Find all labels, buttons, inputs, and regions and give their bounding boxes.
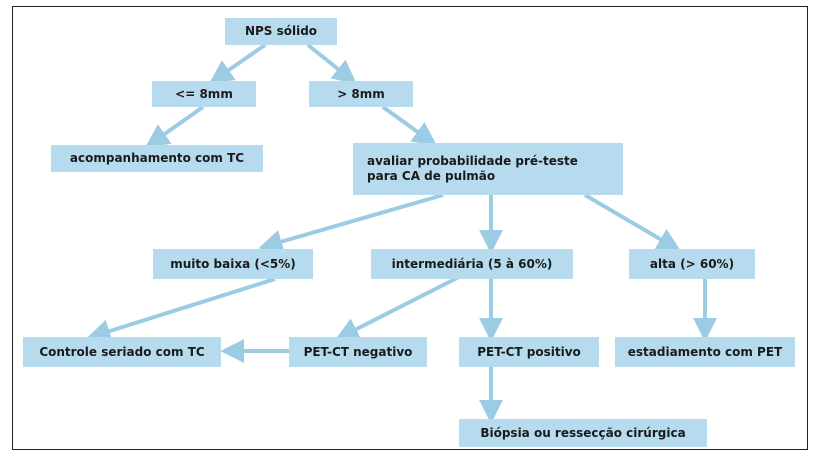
node-avaliar-probabilidade: avaliar probabilidade pré-teste para CA … [353,143,623,195]
node-acompanhamento-tc: acompanhamento com TC [51,145,263,172]
arrow-le8-to-follow [145,105,205,148]
diagram-frame: NPS sólido <= 8mm > 8mm acompanhamento c… [12,6,808,450]
node-muito-baixa: muito baixa (<5%) [153,249,313,279]
arrow-low-to-serial [86,277,276,343]
node-gt-8mm: > 8mm [309,81,413,107]
node-intermediaria: intermediária (5 à 60%) [371,249,573,279]
node-alta: alta (> 60%) [629,249,755,279]
node-biopsia-resseccao: Biópsia ou ressecção cirúrgica [459,419,707,447]
node-estadiamento-pet: estadiamento com PET [615,337,795,367]
node-pet-ct-negativo: PET-CT negativo [289,337,427,367]
node-controle-seriado: Controle seriado com TC [23,337,221,367]
node-pet-ct-positivo: PET-CT positivo [459,337,599,367]
arrow-assess-to-high [583,193,682,252]
node-le-8mm: <= 8mm [152,81,256,107]
flowchart-arrows [86,43,717,424]
arrow-assess-to-low [258,193,444,254]
arrow-root-to-le8 [209,43,267,84]
node-nps-solido: NPS sólido [225,18,337,45]
arrow-root-to-gt8 [306,43,357,84]
arrow-gt8-to-assess [381,105,437,146]
arrow-mid-to-petneg [334,275,460,341]
